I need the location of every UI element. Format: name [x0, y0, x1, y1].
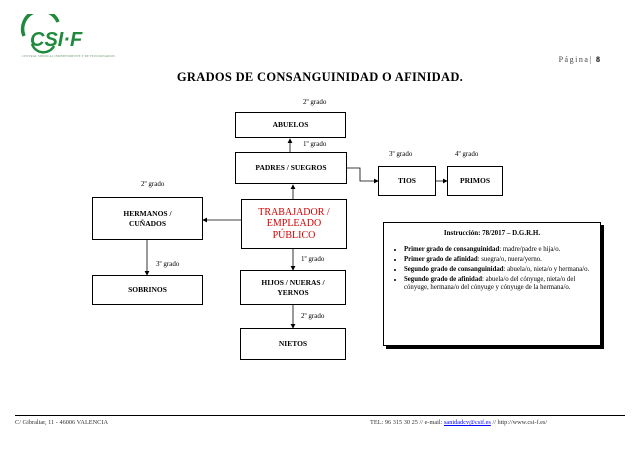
- box-hijos: HIJOS / NUERAS / YERNOS: [240, 270, 346, 305]
- instruction-term: Segundo grado de afinidad: [404, 275, 482, 283]
- box-trabajador: TRABAJADOR / EMPLEADO PÚBLICO: [241, 199, 347, 249]
- trabajador-label: TRABAJADOR / EMPLEADO PÚBLICO: [242, 200, 346, 248]
- instruction-term: Segundo grado de consanguinidad: [404, 265, 504, 273]
- box-hermanos: HERMANOS / CUÑADOS: [92, 197, 203, 240]
- box-nietos: NIETOS: [240, 328, 346, 360]
- box-primos: PRIMOS: [447, 166, 503, 196]
- grade-hermanos: 2º grado: [141, 180, 165, 188]
- page-number-label: Página| 8: [558, 55, 600, 64]
- instruction-item: Segundo grado de consanguinidad: abuela/…: [404, 266, 594, 275]
- footer-contact: TEL: 96 315 30 25 // e-mail: sanidadcv@c…: [370, 419, 547, 426]
- instruction-title: Instrucción: 78/2017 – D.G.R.H.: [443, 229, 541, 237]
- grade-hijos: 1º grado: [301, 255, 325, 263]
- box-abuelos: ABUELOS: [235, 112, 346, 138]
- page-title: GRADOS DE CONSANGUINIDAD O AFINIDAD.: [176, 70, 464, 84]
- grade-abuelos: 2º grado: [303, 98, 327, 106]
- page-number: 8: [596, 55, 600, 64]
- footer-address: C/ Gibraltar, 11 - 46006 VALENCIA: [15, 419, 109, 426]
- logo-subtitle: CENTRAL SINDICAL INDEPENDIENTE Y DE FUNC…: [22, 54, 115, 58]
- instruction-list: Primer grado de consanguinidad: madre/pa…: [390, 246, 594, 293]
- instruction-term: Primer grado de afinidad: [404, 255, 478, 263]
- footer-divider: [15, 415, 625, 416]
- instruction-item: Primer grado de consanguinidad: madre/pa…: [404, 246, 594, 255]
- instruction-desc: : abuela/o, nieta/o y hermana/o.: [503, 265, 590, 273]
- instruction-desc: : madre/padre e hija/o.: [499, 246, 561, 254]
- box-padres: PADRES / SUEGROS: [235, 152, 347, 184]
- instruction-item: Primer grado de afinidad: suegra/o, nuer…: [404, 256, 594, 265]
- footer-email-link[interactable]: sanidadcv@csif.es: [443, 419, 491, 426]
- box-sobrinos: SOBRINOS: [92, 275, 203, 305]
- page-word: Página: [558, 55, 590, 64]
- instruction-term: Primer grado de consanguinidad: [404, 246, 500, 254]
- grade-nietos: 2º grado: [301, 312, 325, 320]
- footer-web-link[interactable]: // http://www.csi-f.es/: [492, 419, 548, 426]
- instruction-desc: : abuela/o del cónyuge, nieta/o del cóny…: [404, 275, 576, 292]
- grade-padres: 1º grado: [303, 140, 327, 148]
- arrow-padres-tios: [347, 167, 379, 184]
- instruction-item: Segundo grado de afinidad: abuela/o del …: [404, 276, 594, 294]
- box-tios: TIOS: [378, 166, 436, 196]
- instruction-box: Instrucción: 78/2017 – D.G.R.H. Primer g…: [383, 222, 601, 346]
- instruction-desc: : suegra/o, nuera/yerno.: [477, 255, 542, 263]
- grade-primos: 4º grado: [455, 150, 479, 158]
- grade-tios: 3º grado: [389, 150, 413, 158]
- footer-tel: TEL: 96 315 30 25 // e-mail:: [370, 419, 443, 426]
- logo-text: CSI·F: [30, 29, 83, 51]
- grade-sobrinos: 3º grado: [156, 260, 180, 268]
